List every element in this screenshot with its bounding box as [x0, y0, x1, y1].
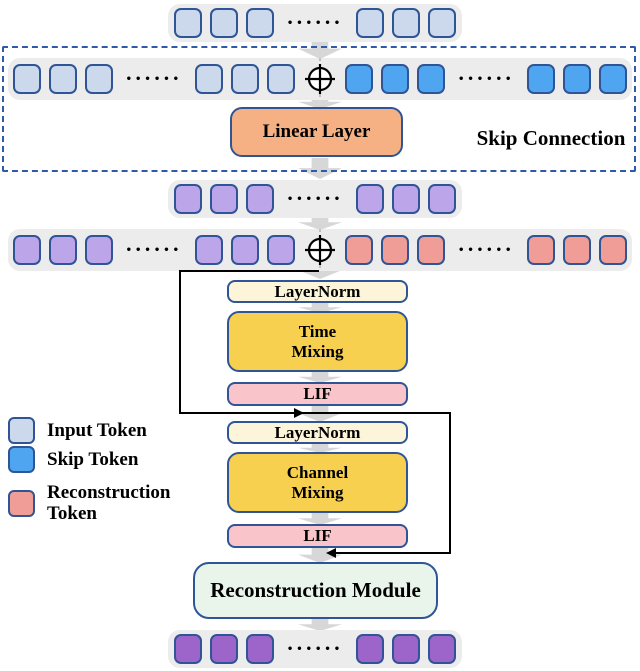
token-row-input: •••••• — [168, 4, 462, 42]
elementwise-add-icon — [303, 58, 337, 100]
input-token-swatch — [8, 417, 35, 444]
reconstruction-module-block: Reconstruction Module — [193, 562, 438, 619]
embedded-token — [245, 184, 274, 214]
embedded-token — [209, 184, 238, 214]
residual-line-2-bottom — [334, 552, 451, 554]
legend-item-skip: Skip Token — [8, 446, 193, 473]
ellipsis-dots: •••••• — [286, 17, 344, 29]
embedded-token — [48, 235, 77, 265]
ellipsis-dots: •••••• — [125, 73, 182, 85]
flow-arrow — [298, 158, 342, 179]
input-token — [84, 64, 113, 94]
residual-line-1-left — [179, 270, 181, 414]
embedded-token — [195, 235, 223, 265]
embedded-token — [428, 184, 457, 214]
legend-label: Skip Token — [47, 448, 139, 470]
residual-arrowhead-left-icon — [326, 548, 336, 558]
lif-block-1: LIF — [227, 382, 408, 406]
residual-arrowhead-right-icon — [294, 408, 304, 418]
skip-connection-label: Skip Connection — [476, 126, 626, 150]
legend-label: Reconstruction Token — [47, 482, 171, 525]
layernorm-block-2: LayerNorm — [227, 421, 408, 444]
reconstruction-token — [563, 235, 592, 265]
flow-arrow — [298, 443, 342, 453]
skip-token — [563, 64, 592, 94]
input-token — [356, 8, 385, 38]
channel-mixing-block: Channel Mixing — [227, 452, 408, 513]
legend-label: Input Token — [47, 419, 147, 441]
input-token — [209, 8, 238, 38]
output-token — [392, 634, 421, 664]
input-token — [428, 8, 457, 38]
flow-arrow — [298, 39, 342, 59]
residual-line-2-right — [449, 412, 451, 554]
embedded-token — [392, 184, 421, 214]
skip-token — [345, 64, 373, 94]
reconstruction-token — [345, 235, 373, 265]
skip-token — [417, 64, 445, 94]
input-token — [173, 8, 202, 38]
lif-block-2: LIF — [227, 524, 408, 548]
output-token — [245, 634, 274, 664]
embedded-token — [267, 235, 295, 265]
input-token — [392, 8, 421, 38]
embedded-token — [84, 235, 113, 265]
token-row-input-plus-skip: •••••• •••••• — [8, 58, 632, 100]
embedded-token — [12, 235, 41, 265]
ellipsis-dots: •••••• — [125, 244, 182, 256]
time-mixing-block: Time Mixing — [227, 311, 408, 372]
reconstruction-token — [527, 235, 556, 265]
residual-line-1-bottom — [179, 412, 451, 414]
skip-token — [599, 64, 628, 94]
residual-line-1-top — [179, 270, 319, 272]
output-token — [173, 634, 202, 664]
linear-layer-block: Linear Layer — [230, 107, 403, 157]
layernorm-block-1: LayerNorm — [227, 280, 408, 303]
embedded-token — [231, 235, 259, 265]
reconstruction-token — [417, 235, 445, 265]
skip-token-swatch — [8, 446, 35, 473]
embedded-token — [356, 184, 385, 214]
ellipsis-dots: •••••• — [286, 643, 344, 655]
token-row-embedded: •••••• — [168, 180, 462, 218]
skip-token — [527, 64, 556, 94]
legend-item-input: Input Token — [8, 417, 193, 444]
input-token — [12, 64, 41, 94]
reconstruction-token — [381, 235, 409, 265]
output-token — [356, 634, 385, 664]
input-token — [231, 64, 259, 94]
output-token — [209, 634, 238, 664]
ellipsis-dots: •••••• — [458, 73, 515, 85]
ellipsis-dots: •••••• — [286, 193, 344, 205]
input-token — [245, 8, 274, 38]
legend-item-reconstruction: Reconstruction Token — [8, 482, 193, 525]
embedded-token — [173, 184, 202, 214]
token-row-embedded-plus-reconstruction: •••••• •••••• — [8, 229, 632, 271]
reconstruction-token-swatch — [8, 489, 35, 517]
input-token — [195, 64, 223, 94]
token-row-output: •••••• — [168, 630, 462, 668]
skip-token — [381, 64, 409, 94]
input-token — [267, 64, 295, 94]
input-token — [48, 64, 77, 94]
flow-arrow — [298, 302, 342, 313]
reconstruction-token — [599, 235, 628, 265]
output-token — [428, 634, 457, 664]
elementwise-add-icon — [303, 229, 337, 271]
ellipsis-dots: •••••• — [458, 244, 515, 256]
